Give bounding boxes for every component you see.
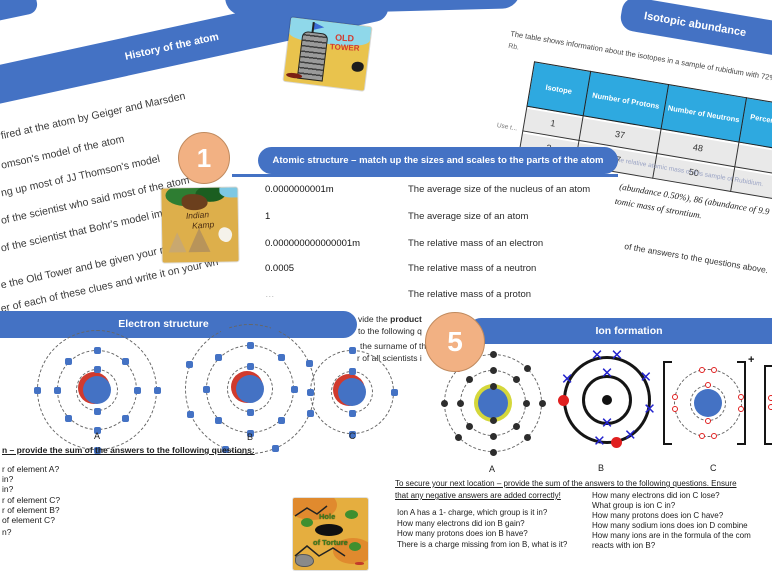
ion-d-left-bracket <box>764 365 772 445</box>
electron-title-banner: Electron structure <box>0 311 357 338</box>
history-title: History of the atom <box>123 30 220 63</box>
palm-tree-icon <box>345 510 358 519</box>
old-tower-image: OLD TOWER <box>283 17 372 91</box>
step-badge-1: 1 <box>178 132 230 184</box>
electron-diagram-b <box>175 314 325 464</box>
electron-question: of element C? <box>2 515 55 525</box>
scale-value: 0.0005 <box>265 263 295 274</box>
ion-question-right: How many protons does ion C have? <box>592 511 724 520</box>
step-badge-5: 5 <box>425 312 485 372</box>
ion-d-electron <box>768 395 772 401</box>
electron-title: Electron structure <box>118 318 209 330</box>
tower-icon <box>296 30 329 82</box>
old-tower-text-2: TOWER <box>329 42 360 53</box>
ion-question-right: What group is ion C in? <box>592 501 676 510</box>
scale-value: 1 <box>265 211 271 222</box>
scale-value: 0.000000000000001m <box>265 238 361 249</box>
ion-questions-heading-1: To secure your next location – provide t… <box>395 479 737 488</box>
scale-description: The relative mass of a proton <box>408 289 532 300</box>
ion-diagram-a <box>434 344 552 462</box>
ion-d-electron <box>768 404 772 410</box>
electron-questions-heading: n – provide the sum of the answers to th… <box>2 445 255 455</box>
teepee-icon <box>188 227 211 253</box>
electron-question: r of element C? <box>2 495 61 505</box>
ion-c-left-bracket <box>663 361 672 445</box>
palm-tree-icon <box>301 518 313 527</box>
isotopic-intro-2: Rb. <box>507 42 520 52</box>
isotopic-answers-fragment: of the answers to the questions above. <box>623 241 769 276</box>
scale-description: The relative mass of an electron <box>408 238 544 249</box>
hole-blob <box>315 524 343 536</box>
ion-c-charge: + <box>748 354 755 366</box>
electron-question: n? <box>2 527 12 537</box>
isotopic-title: Isotopic abundance <box>643 10 748 40</box>
ion-question-left: Ion A has a 1- charge, which group is it… <box>397 508 548 517</box>
ion-diagram-b: ✕✕✕✕✕✕✕✕✕ <box>553 346 661 454</box>
electron-diagram-c <box>300 340 404 444</box>
sand-patch <box>293 498 337 520</box>
atomic-fragment-surname: the surname of th <box>360 341 427 351</box>
ion-questions-heading-2: that any negative answers are added corr… <box>395 491 561 500</box>
ion-label-a: A <box>489 464 496 474</box>
scale-value: 0.0000000001m <box>265 184 334 195</box>
scale-description: The average size of an atom <box>408 211 529 222</box>
ion-question-left: How many protons does ion B have? <box>397 529 528 538</box>
electron-label-a: A <box>94 431 101 441</box>
electron-diagram-a <box>27 320 167 460</box>
teepee-icon <box>168 232 187 253</box>
atomic-banner-underline <box>232 174 618 177</box>
isotopic-use-fragment: Use t... <box>496 122 518 133</box>
path-blob <box>181 193 208 211</box>
hole-of-torture-image: Hole of Torture <box>293 498 368 570</box>
indian-camp-image: Indian Kamp <box>161 187 239 263</box>
hole-text-2: of Torture <box>313 538 348 547</box>
ion-question-right: How many sodium ions does ion D combine <box>592 521 748 530</box>
ion-question-right: How many electrons did ion C lose? <box>592 491 720 500</box>
splat-blob <box>216 225 235 244</box>
scale-description: The average size of the nucleus of an at… <box>408 184 591 195</box>
ion-diagram-c <box>664 359 752 447</box>
scale-value: … <box>265 289 275 300</box>
scale-description: The relative mass of a neutron <box>408 263 537 274</box>
atomic-fragment-following: to the following q <box>358 326 422 336</box>
ion-question-left: How many electrons did ion B gain? <box>397 519 525 528</box>
hole-text-1: Hole <box>319 512 336 521</box>
atomic-fragment-scientists: r of all scientists i <box>357 353 422 363</box>
electron-question: r of element B? <box>2 505 60 515</box>
bush-blob <box>351 61 365 73</box>
electron-question: r of element A? <box>2 464 60 474</box>
electron-question: in? <box>2 474 14 484</box>
history-line: fired at the atom by Geiger and Marsden <box>0 90 187 143</box>
ion-label-b: B <box>598 463 605 473</box>
atomic-title: Atomic structure – match up the sizes an… <box>272 155 604 166</box>
ion-question-left: There is a charge missing from ion B, wh… <box>397 540 568 549</box>
ion-question-right: reacts with ion B? <box>592 541 656 550</box>
zigzag-path <box>294 505 346 557</box>
atomic-fragment-product: vide the product <box>358 314 422 324</box>
ion-label-c: C <box>710 463 717 473</box>
atomic-title-banner: Atomic structure – match up the sizes an… <box>258 147 618 174</box>
ion-question-right: How many ions are in the formula of the … <box>592 531 751 540</box>
palm-tree-icon <box>349 542 361 551</box>
ion-c-right-bracket <box>737 361 746 445</box>
ion-title: Ion formation <box>595 325 663 337</box>
fragment-text: vide the <box>358 314 391 324</box>
red-mark <box>355 562 364 565</box>
fragment-text-bold: product <box>390 314 422 324</box>
electron-question: in? <box>2 484 14 494</box>
electron-label-c: C <box>349 431 356 441</box>
electron-label-b: B <box>247 432 254 442</box>
flag-icon <box>312 22 325 32</box>
ion-title-banner: Ion formation <box>468 318 772 344</box>
rock-blob <box>295 554 314 567</box>
